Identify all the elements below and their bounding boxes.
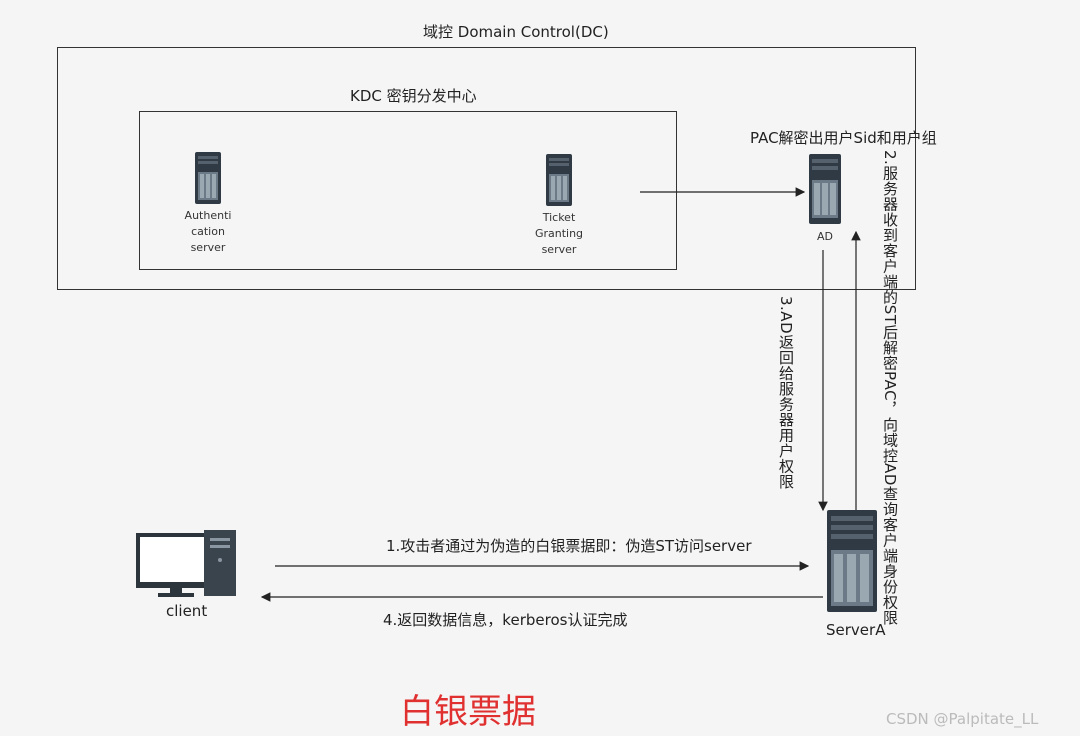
step3-label: 3.AD返回给服务器用户权限: [777, 296, 795, 490]
step1-label: 1.攻击者通过为伪造的白银票据即：伪造ST访问server: [386, 537, 752, 555]
tgs-label: Ticket Granting server: [534, 211, 584, 256]
servera-label: ServerA: [826, 621, 886, 639]
dc-boundary: [57, 47, 916, 290]
client-label: client: [166, 602, 208, 620]
as-label: Authenti cation server: [184, 209, 232, 254]
watermark: CSDN @Palpitate_LL: [886, 710, 1039, 728]
step4-label: 4.返回数据信息，kerberos认证完成: [383, 611, 628, 629]
diagram-caption: 白银票据: [400, 692, 536, 732]
tgs-server-icon: [545, 154, 573, 206]
kdc-boundary: [139, 111, 677, 270]
ad-server-icon: [808, 154, 842, 224]
dc-title: 域控 Domain Control(DC): [423, 23, 609, 41]
servera-server-icon: [826, 510, 878, 612]
step2-label: 2.服务器收到客户端的ST后解密PAC，向域控AD查询客户端身份权限: [881, 150, 899, 626]
client-computer-icon: [136, 530, 240, 600]
ad-caption: PAC解密出用户Sid和用户组: [750, 129, 937, 147]
ad-label: AD: [817, 230, 833, 243]
kdc-title: KDC 密钥分发中心: [350, 87, 477, 105]
as-server-icon: [194, 152, 222, 204]
